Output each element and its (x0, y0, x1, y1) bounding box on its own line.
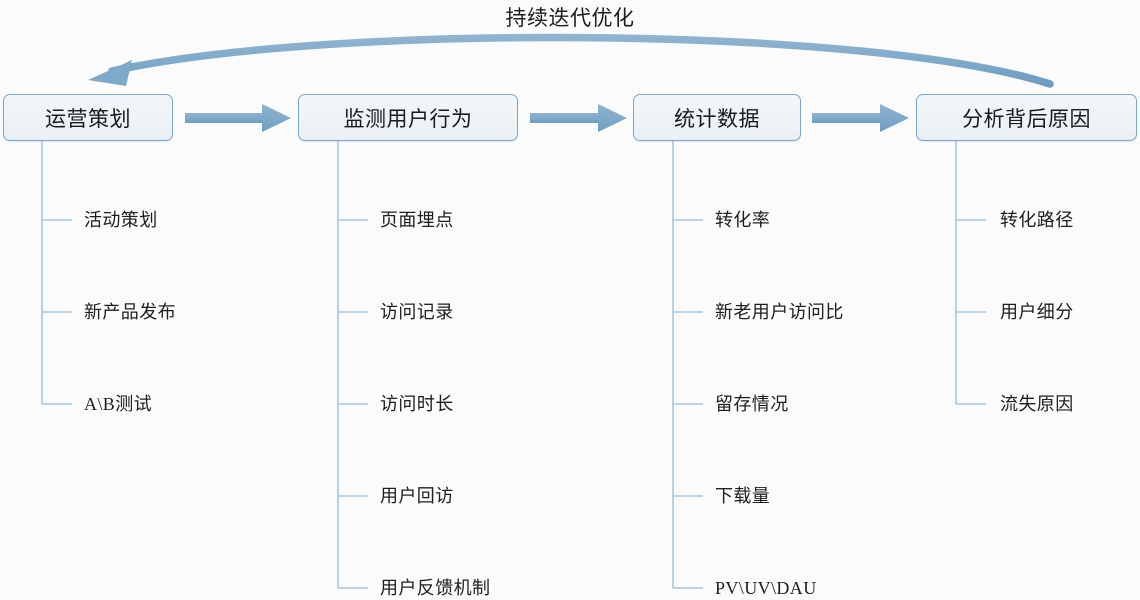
stage-box-monitor-user-behavior[interactable]: 监测用户行为 (298, 94, 518, 141)
stage-label: 监测用户行为 (343, 106, 473, 131)
feedback-loop-title: 持续迭代优化 (505, 6, 635, 30)
stage-label: 运营策划 (45, 106, 131, 131)
sub-item: 流失原因 (1000, 394, 1074, 414)
sub-item: 用户回访 (380, 486, 454, 506)
tree-lines-stage-4 (955, 141, 986, 405)
sub-item: A\B测试 (84, 394, 153, 414)
tree-lines-stage-2 (337, 141, 368, 589)
sub-item: 转化率 (715, 210, 771, 230)
stage-box-operations-planning[interactable]: 运营策划 (3, 94, 173, 141)
feedback-loop-arrow (88, 33, 1054, 88)
tree-lines-stage-1 (41, 141, 72, 405)
sub-item: 用户细分 (1000, 302, 1074, 322)
tree-lines-stage-3 (672, 141, 703, 589)
stage-box-analyze-root-cause[interactable]: 分析背后原因 (916, 94, 1137, 141)
sub-item: 访问记录 (380, 302, 454, 322)
sub-item: 用户反馈机制 (380, 578, 491, 598)
stage-label: 统计数据 (674, 106, 760, 131)
sub-item: 新老用户访问比 (715, 302, 844, 322)
flow-arrow-2-3 (530, 104, 627, 132)
sub-item: 活动策划 (84, 210, 158, 230)
sub-item: PV\UV\DAU (715, 578, 817, 598)
sub-item: 新产品发布 (84, 302, 176, 322)
sub-item: 访问时长 (380, 394, 454, 414)
stage-box-statistical-data[interactable]: 统计数据 (633, 94, 801, 141)
sub-item: 页面埋点 (380, 210, 454, 230)
sub-item: 转化路径 (1000, 210, 1074, 230)
flow-arrow-1-2 (185, 104, 291, 132)
stage-label: 分析背后原因 (962, 106, 1091, 131)
flow-arrow-3-4 (812, 104, 909, 132)
sub-item: 下载量 (715, 486, 771, 506)
sub-item: 留存情况 (715, 394, 789, 414)
